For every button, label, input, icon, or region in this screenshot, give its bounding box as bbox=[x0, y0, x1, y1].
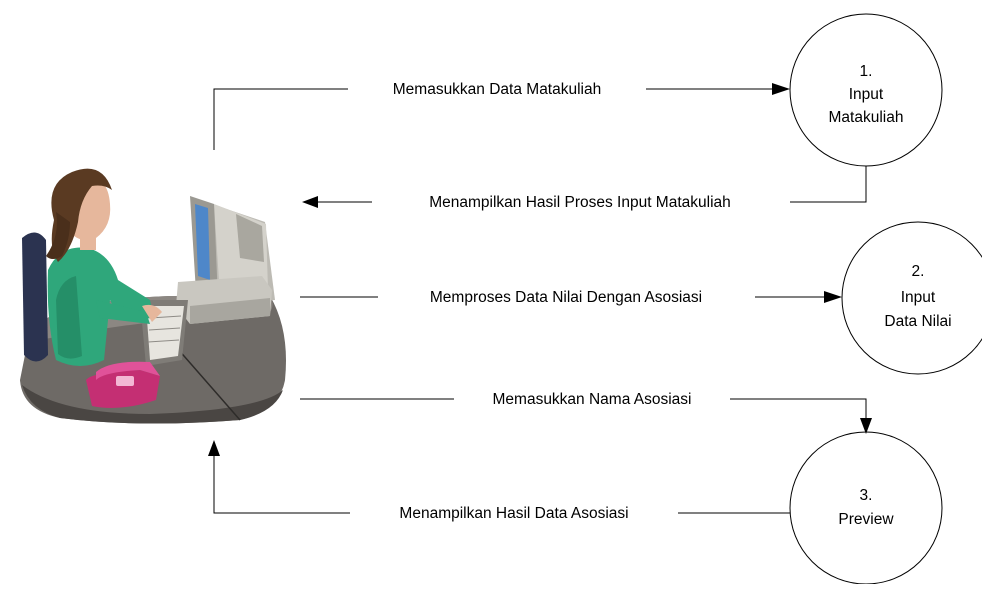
flow-4-line-b bbox=[730, 398, 867, 418]
flow-3-arrowhead bbox=[824, 291, 842, 303]
flow-2-label: Menampilkan Hasil Proses Input Matakulia… bbox=[429, 194, 731, 211]
process-2-number: 2. bbox=[912, 263, 925, 280]
flow-memasukkan-data-matakuliah: Memasukkan Data Matakuliah bbox=[213, 81, 790, 150]
process-2-circle bbox=[841, 221, 982, 375]
flow-2-arrowhead bbox=[302, 196, 318, 208]
process-3-number: 3. bbox=[860, 487, 873, 504]
user-at-computer-icon bbox=[20, 168, 286, 424]
flow-memasukkan-nama-asosiasi: Memasukkan Nama Asosiasi bbox=[300, 391, 872, 434]
flow-1-arrowhead bbox=[772, 83, 790, 95]
flow-2-line-a bbox=[790, 166, 867, 203]
flow-1-label: Memasukkan Data Matakuliah bbox=[393, 81, 602, 98]
flow-menampilkan-hasil-proses-input-matakuliah: Menampilkan Hasil Proses Input Matakulia… bbox=[302, 166, 867, 211]
process-1-line2: Matakuliah bbox=[829, 109, 904, 126]
flow-4-arrowhead bbox=[860, 418, 872, 434]
process-3-line1: Preview bbox=[838, 511, 894, 528]
process-3-circle bbox=[789, 431, 943, 585]
flow-menampilkan-hasil-data-asosiasi: Menampilkan Hasil Data Asosiasi bbox=[208, 440, 790, 522]
process-2-line1: Input bbox=[901, 289, 936, 306]
flow-3-label: Memproses Data Nilai Dengan Asosiasi bbox=[430, 289, 702, 306]
flow-5-label: Menampilkan Hasil Data Asosiasi bbox=[399, 505, 628, 522]
flow-5-line-b bbox=[213, 456, 350, 514]
flow-4-label: Memasukkan Nama Asosiasi bbox=[493, 391, 692, 408]
flow-memproses-data-nilai-dengan-asosiasi: Memproses Data Nilai Dengan Asosiasi bbox=[300, 289, 842, 306]
process-1[interactable]: 1. Input Matakuliah bbox=[789, 13, 943, 167]
flow-1-line-a bbox=[213, 88, 348, 150]
process-3[interactable]: 3. Preview bbox=[789, 431, 943, 585]
flow-5-arrowhead bbox=[208, 440, 220, 456]
process-1-line1: Input bbox=[849, 86, 884, 103]
process-2[interactable]: 2. Input Data Nilai bbox=[841, 221, 982, 375]
process-1-number: 1. bbox=[860, 63, 873, 80]
process-2-line2: Data Nilai bbox=[884, 313, 951, 330]
